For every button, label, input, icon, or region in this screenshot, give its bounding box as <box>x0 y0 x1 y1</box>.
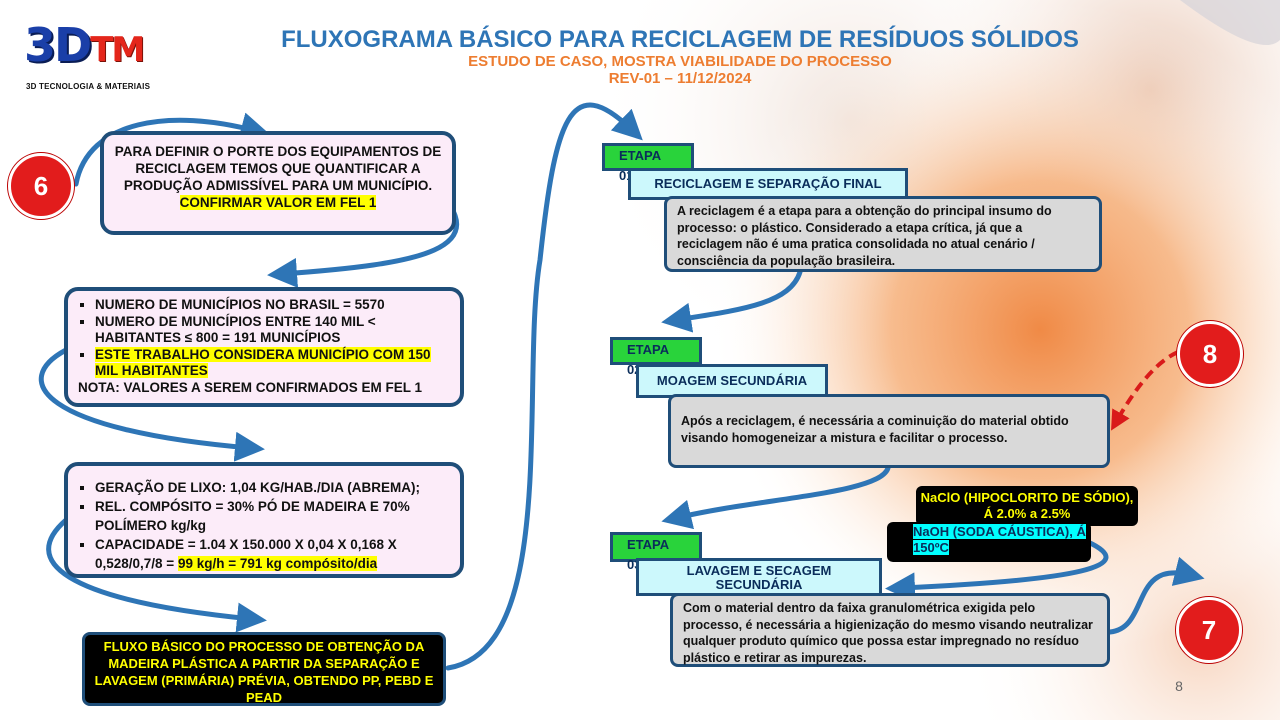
box1-highlight: CONFIRMAR VALOR EM FEL 1 <box>179 195 377 210</box>
arrow-6-to-box1 <box>73 112 271 187</box>
box1-text: PARA DEFINIR O PORTE DOS EQUIPAMENTOS DE… <box>114 144 442 193</box>
arrow-chem-to-step3 <box>885 539 1109 603</box>
logo-mark: 3DTM <box>24 18 145 72</box>
arrow-box2-to-box3 <box>38 347 265 462</box>
basic-flow-box: FLUXO BÁSICO DO PROCESSO DE OBTENÇÃO DA … <box>82 632 446 706</box>
box2-highlight-text: ESTE TRABALHO CONSIDERA MUNICÍPIO COM 15… <box>95 346 431 378</box>
arrow-step1-to-step2 <box>661 269 803 333</box>
marker-6[interactable]: 6 <box>8 153 74 219</box>
marker-7[interactable]: 7 <box>1176 597 1242 663</box>
page-subtitle: ESTUDO DE CASO, MOSTRA VIABILIDADE DO PR… <box>468 53 892 70</box>
page-title: FLUXOGRAMA BÁSICO PARA RECICLAGEM DE RES… <box>281 26 1079 53</box>
naoh-reagent-box: NaOH (SODA CÁUSTICA), Á 150ºC <box>887 522 1091 562</box>
box3-capacity-formula: CAPACIDADE = 1.04 X 150.000 X 0,04 X 0,1… <box>95 537 397 571</box>
step-1-description: A reciclagem é a etapa para a obtenção d… <box>664 196 1102 272</box>
arrow-box4-to-step1 <box>445 102 643 671</box>
box3-item: REL. COMPÓSITO = 30% PÓ DE MADEIRA E 70%… <box>95 497 450 535</box>
step-3-title: LAVAGEM E SECAGEM SECUNDÁRIA <box>636 558 882 596</box>
company-logo: 3DTM 3D TECNOLOGIA & MATERIAIS <box>24 16 174 100</box>
box3-capacity-result: 99 kg/h = 791 kg compósito/dia <box>177 556 378 571</box>
step-3-description: Com o material dentro da faixa granulomé… <box>670 593 1110 667</box>
step-1-tag: ETAPA 01 <box>602 143 694 183</box>
arrow-8-to-step2 <box>1111 350 1179 431</box>
box3-item-capacity: CAPACIDADE = 1.04 X 150.000 X 0,04 X 0,1… <box>95 535 450 573</box>
marker-8[interactable]: 8 <box>1177 321 1243 387</box>
box2-item: NUMERO DE MUNICÍPIOS NO BRASIL = 5570 <box>95 297 450 314</box>
box2-item: NUMERO DE MUNICÍPIOS ENTRE 140 MIL < HAB… <box>95 314 450 347</box>
arrow-step2-to-step3 <box>661 465 891 530</box>
revision-date: REV-01 – 11/12/2024 <box>608 70 752 87</box>
step-2-tag: ETAPA 02 <box>610 337 702 377</box>
box2-note: NOTA: VALORES A SEREM CONFIRMADOS EM FEL… <box>78 379 423 395</box>
arrow-step3-to-7 <box>1107 556 1205 635</box>
step-2-title: MOAGEM SECUNDÁRIA <box>636 364 828 398</box>
step-2-description: Após a reciclagem, é necessária a cominu… <box>668 394 1110 468</box>
logo-tagline: 3D TECNOLOGIA & MATERIAIS <box>26 82 151 91</box>
box2-item-highlight: ESTE TRABALHO CONSIDERA MUNICÍPIO COM 15… <box>95 346 450 380</box>
capacity-calc-box: GERAÇÃO DE LIXO: 1,04 KG/HAB./DIA (ABREM… <box>64 462 464 578</box>
page-number: 8 <box>1175 678 1183 694</box>
arrow-box3-to-box4 <box>46 517 267 633</box>
naclo-reagent-box: NaClO (HIPOCLORITO DE SÓDIO), Á 2.0% a 2… <box>916 486 1138 526</box>
municipality-data-box: NUMERO DE MUNICÍPIOS NO BRASIL = 5570 NU… <box>64 287 464 407</box>
box3-item: GERAÇÃO DE LIXO: 1,04 KG/HAB./DIA (ABREM… <box>95 478 450 497</box>
production-capacity-box: PARA DEFINIR O PORTE DOS EQUIPAMENTOS DE… <box>100 131 456 235</box>
naoh-reagent-text: NaOH (SODA CÁUSTICA), Á 150ºC <box>913 524 1086 555</box>
logo-tm: TM <box>90 30 145 70</box>
